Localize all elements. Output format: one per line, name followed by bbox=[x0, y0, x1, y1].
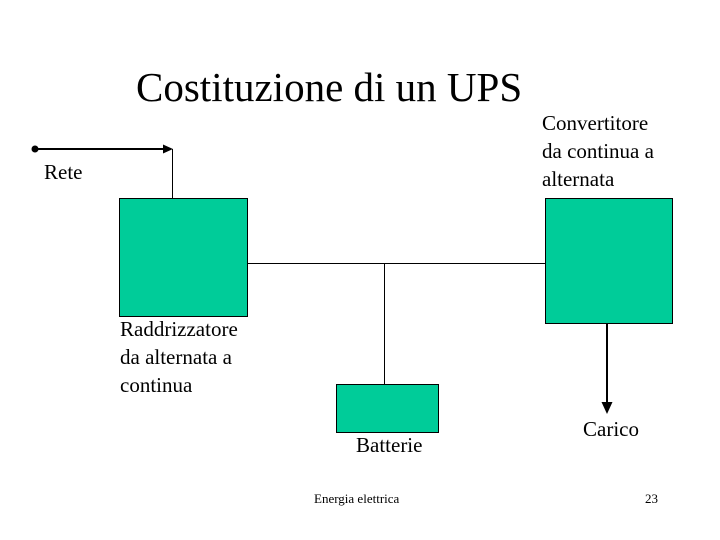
converter-block bbox=[545, 198, 673, 324]
battery-label: Batterie bbox=[356, 433, 423, 457]
rete-label: Rete bbox=[44, 160, 83, 184]
rectifier-label: Raddrizzatore da alternata a continua bbox=[120, 317, 238, 397]
page-number: 23 bbox=[645, 491, 658, 506]
battery-block bbox=[336, 384, 439, 433]
page-title: Costituzione di un UPS bbox=[136, 64, 523, 110]
rectifier-block bbox=[119, 198, 248, 317]
rete-line-start-dot-icon bbox=[31, 145, 39, 153]
arrowhead-down-icon bbox=[601, 402, 613, 414]
arrowhead-right-icon bbox=[163, 144, 173, 154]
footer-text: Energia elettrica bbox=[314, 491, 400, 506]
converter-label: Convertitore da continua a alternata bbox=[542, 111, 654, 191]
load-label: Carico bbox=[583, 417, 639, 441]
